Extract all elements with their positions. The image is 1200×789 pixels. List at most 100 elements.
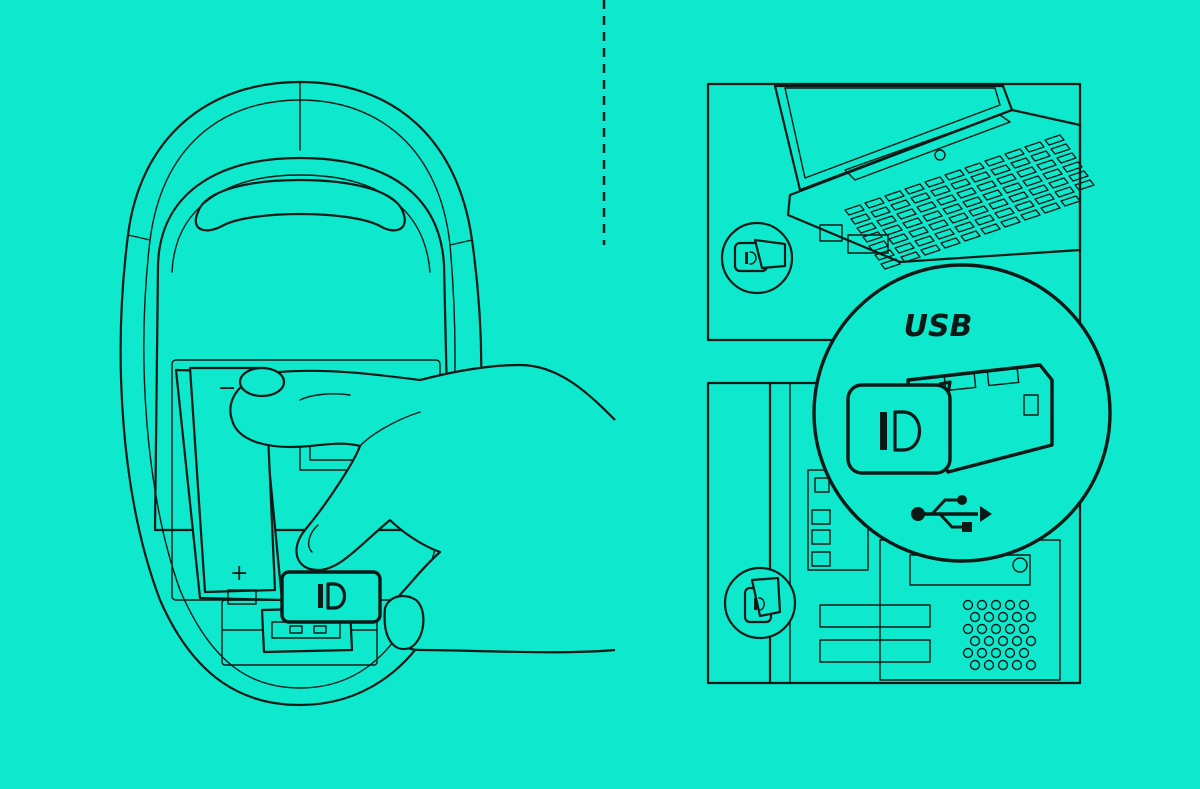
keyboard-key <box>968 205 989 217</box>
battery-minus-label: − <box>218 376 236 401</box>
keyboard-key <box>1030 150 1051 162</box>
keyboard-key <box>994 207 1015 219</box>
vent-hole <box>1025 635 1037 647</box>
keyboard-key <box>962 196 983 208</box>
keyboard-key <box>1060 195 1081 207</box>
keyboard-key <box>896 208 917 220</box>
vent-hole <box>1018 647 1030 659</box>
vent-hole <box>990 623 1002 635</box>
usb-title: USB <box>904 309 973 344</box>
vent-hole <box>1018 599 1030 611</box>
vent-hole <box>1004 647 1016 659</box>
keyboard-key <box>1010 157 1031 169</box>
keyboard-key <box>856 222 877 234</box>
keyboard-key <box>1022 175 1043 187</box>
keyboard-key <box>862 231 883 243</box>
keyboard-key <box>1028 184 1049 196</box>
vent-hole <box>997 659 1009 671</box>
keyboard-key <box>888 233 909 245</box>
keyboard-key <box>1004 148 1025 160</box>
keyboard-key <box>960 230 981 242</box>
keyboard-key <box>1048 177 1069 189</box>
keyboard-key <box>1050 143 1071 155</box>
keyboard-key <box>864 197 885 209</box>
usb-receiver-icon <box>260 570 382 654</box>
keyboard-key <box>900 251 921 263</box>
keyboard-key <box>844 204 865 216</box>
vent-hole <box>1025 659 1037 671</box>
keyboard-key <box>874 249 895 261</box>
keyboard-key <box>1000 216 1021 228</box>
keyboard-key <box>1024 141 1045 153</box>
keyboard-key <box>870 206 891 218</box>
vent-hole <box>990 647 1002 659</box>
keyboard-key <box>880 258 901 270</box>
hand-icon <box>229 363 616 654</box>
keyboard-key <box>1040 202 1061 214</box>
keyboard-key <box>934 228 955 240</box>
vent-hole <box>1011 635 1023 647</box>
usb-receiver-icon <box>846 363 1054 475</box>
vent-hole <box>962 623 974 635</box>
keyboard-key <box>944 169 965 181</box>
keyboard-key <box>982 189 1003 201</box>
laptop-icon <box>773 84 1095 270</box>
keyboard-key <box>868 240 889 252</box>
keyboard-key <box>1034 193 1055 205</box>
keyboard-key <box>976 180 997 192</box>
keyboard-key <box>928 219 949 231</box>
keyboard-key <box>910 192 931 204</box>
keyboard-key <box>914 235 935 247</box>
keyboard-key <box>1062 161 1083 173</box>
vent-hole <box>1025 611 1037 623</box>
keyboard-key <box>922 210 943 222</box>
usb-callout: USB <box>812 263 1112 563</box>
vent-hole <box>976 623 988 635</box>
keyboard-key <box>1044 134 1065 146</box>
laptop-panel <box>706 82 1095 342</box>
keyboard-key <box>1020 209 1041 221</box>
keyboard-key <box>1016 166 1037 178</box>
vent-hole <box>1004 599 1016 611</box>
vent-hole <box>969 659 981 671</box>
keyboard-key <box>948 212 969 224</box>
vent-hole <box>1004 623 1016 635</box>
keyboard-key <box>884 190 905 202</box>
keyboard-key <box>996 173 1017 185</box>
keyboard-key <box>1042 168 1063 180</box>
vent-hole <box>997 635 1009 647</box>
vent-hole <box>983 659 995 671</box>
desktop-tower-icon <box>768 381 1061 685</box>
vent-hole <box>1011 611 1023 623</box>
keyboard-key <box>1056 152 1077 164</box>
vent-hole <box>969 635 981 647</box>
keyboard-key <box>942 203 963 215</box>
vent-hole <box>983 611 995 623</box>
keyboard-key <box>974 214 995 226</box>
keyboard-key <box>916 201 937 213</box>
keyboard-key <box>908 226 929 238</box>
keyboard-key <box>924 176 945 188</box>
vent-hole <box>983 635 995 647</box>
vent-hole <box>1018 623 1030 635</box>
keyboard-key <box>1054 186 1075 198</box>
keyboard-key <box>920 244 941 256</box>
vent-hole <box>969 611 981 623</box>
keyboard-key <box>904 183 925 195</box>
keyboard-key <box>882 224 903 236</box>
keyboard-key <box>990 164 1011 176</box>
keyboard-key <box>970 171 991 183</box>
keyboard-key <box>1068 170 1089 182</box>
desktop-panel <box>706 381 1082 685</box>
keyboard-key <box>1014 200 1035 212</box>
vent-hole <box>962 647 974 659</box>
keyboard-key <box>1008 191 1029 203</box>
keyboard-key <box>1036 159 1057 171</box>
vent-hole <box>990 599 1002 611</box>
keyboard-key <box>930 185 951 197</box>
vent-hole <box>976 599 988 611</box>
keyboard-key <box>950 178 971 190</box>
keyboard-key <box>902 217 923 229</box>
keyboard-key <box>876 215 897 227</box>
vent-hole <box>962 599 974 611</box>
